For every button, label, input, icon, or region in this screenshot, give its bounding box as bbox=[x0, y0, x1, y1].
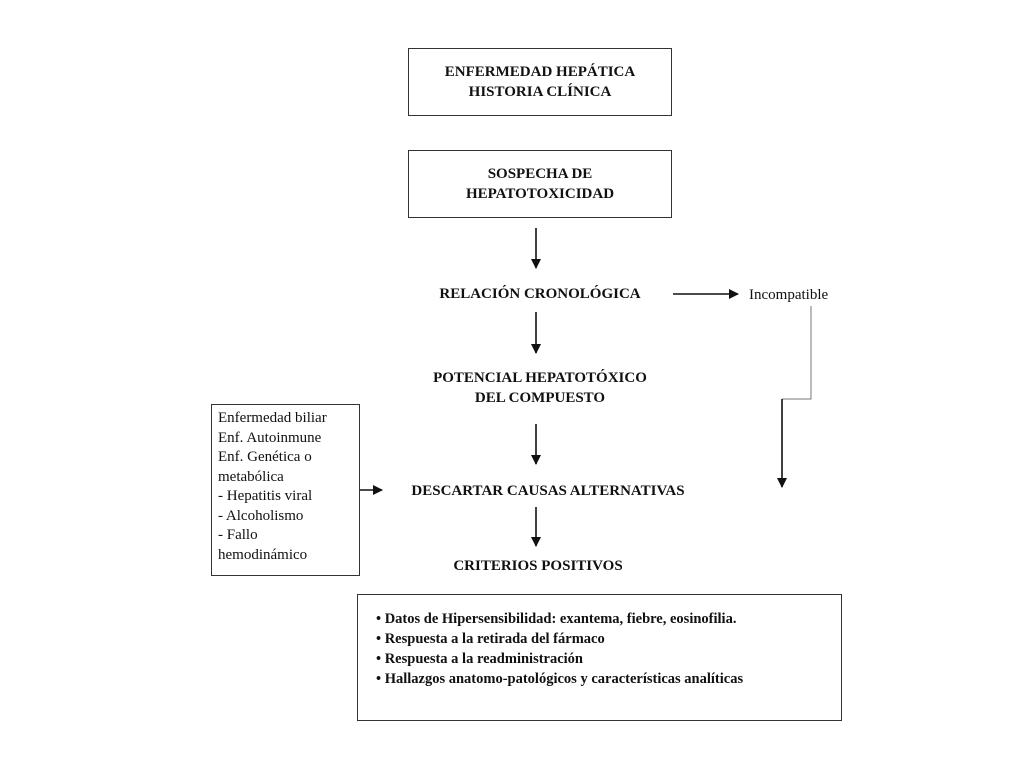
alternative-item: - Alcoholismo bbox=[218, 507, 304, 524]
label-incompatible: Incompatible bbox=[749, 287, 829, 303]
criteria-item: • Respuesta a la readministración bbox=[376, 651, 584, 667]
box-sospecha-line2: HEPATOTOXICIDAD bbox=[465, 186, 615, 202]
box-enfermedad-hepatica: ENFERMEDAD HEPÁTICA HISTORIA CLÍNICA bbox=[408, 48, 672, 116]
criteria-item: • Datos de Hipersensibilidad: exantema, … bbox=[376, 611, 737, 627]
connector-incompatible bbox=[782, 306, 812, 400]
potencial-line2: DEL COMPUESTO bbox=[474, 390, 606, 406]
box-causas-alternativas: Enfermedad biliar Enf. Autoinmune Enf. G… bbox=[211, 404, 360, 576]
criteria-item: • Hallazgos anatomo-patológicos y caract… bbox=[376, 671, 744, 687]
box-sospecha-hepatotoxicidad: SOSPECHA DE HEPATOTOXICIDAD bbox=[408, 150, 672, 218]
box-criterios-positivos: • Datos de Hipersensibilidad: exantema, … bbox=[357, 594, 842, 721]
alternative-item: - Fallo bbox=[218, 527, 258, 543]
box-enfermedad-line2: HISTORIA CLÍNICA bbox=[468, 84, 612, 100]
box-enfermedad-line1: ENFERMEDAD HEPÁTICA bbox=[444, 64, 636, 80]
label-descartar-causas: DESCARTAR CAUSAS ALTERNATIVAS bbox=[411, 483, 685, 499]
potencial-line1: POTENCIAL HEPATOTÓXICO bbox=[433, 370, 647, 386]
alternative-item: Enf. Genética o bbox=[218, 449, 312, 465]
alternative-item: hemodinámico bbox=[218, 546, 308, 563]
alternative-item: Enfermedad biliar bbox=[218, 410, 327, 426]
box-sospecha-line1: SOSPECHA DE bbox=[487, 166, 593, 182]
alternative-item: - Hepatitis viral bbox=[218, 488, 313, 504]
label-relacion-cronologica: RELACIÓN CRONOLÓGICA bbox=[439, 286, 641, 302]
label-criterios-positivos: CRITERIOS POSITIVOS bbox=[453, 558, 623, 574]
label-potencial-hepatotoxico: POTENCIAL HEPATOTÓXICO DEL COMPUESTO bbox=[400, 368, 680, 408]
alternative-item: Enf. Autoinmune bbox=[218, 429, 322, 446]
criteria-item: • Respuesta a la retirada del fármaco bbox=[376, 631, 605, 647]
alternative-item: metabólica bbox=[218, 468, 284, 485]
